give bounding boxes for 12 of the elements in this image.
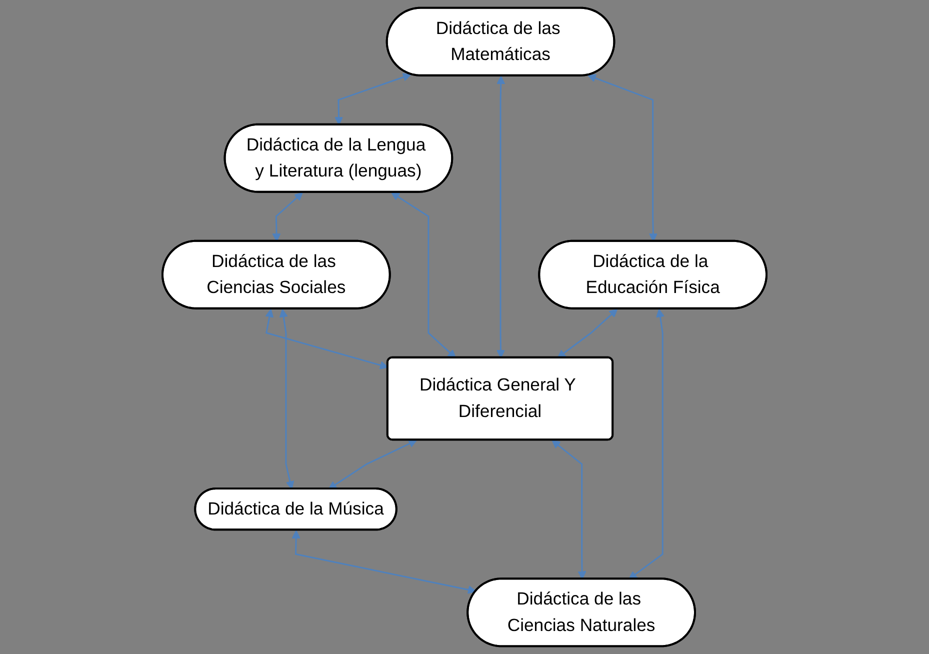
arrow — [272, 192, 303, 242]
arrow — [391, 192, 456, 358]
arrow — [588, 74, 658, 242]
arrow — [628, 308, 664, 580]
arrow — [557, 308, 618, 358]
arrow — [496, 76, 506, 358]
arrow — [334, 73, 412, 126]
arrow — [552, 440, 586, 580]
arrow — [265, 308, 388, 370]
arrow — [328, 440, 417, 490]
arrow — [292, 530, 476, 594]
arrow — [279, 308, 294, 490]
